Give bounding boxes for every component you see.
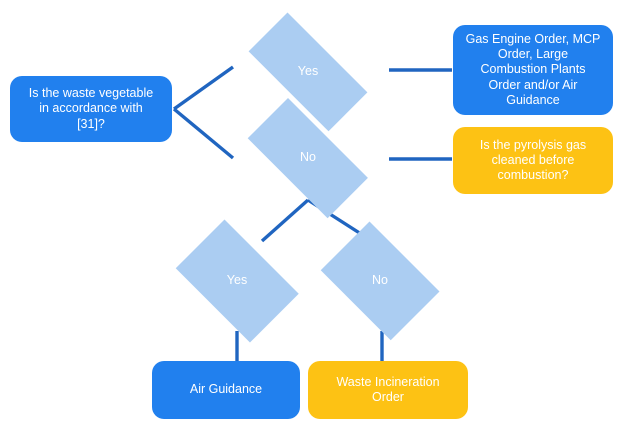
node-outcome-waste-incineration-order[interactable]: Waste Incineration Order xyxy=(308,361,468,419)
node-decision-no-top[interactable]: No xyxy=(228,98,388,218)
node-question-pyrolysis-gas-cleaned[interactable]: Is the pyrolysis gas cleaned before comb… xyxy=(453,127,613,194)
node-label: No xyxy=(300,150,316,165)
node-outcome-gas-engine-order[interactable]: Gas Engine Order, MCP Order, Large Combu… xyxy=(453,25,613,115)
node-label: Yes xyxy=(297,64,319,79)
edge-q1-to-yes1 xyxy=(173,65,234,111)
node-outcome-air-guidance[interactable]: Air Guidance xyxy=(152,361,300,419)
edge-q1-to-no1 xyxy=(172,107,235,160)
node-decision-yes-top[interactable]: Yes xyxy=(228,12,388,132)
node-decision-yes-bottom[interactable]: Yes xyxy=(163,219,311,343)
node-question-waste-vegetable[interactable]: Is the waste vegetable in accordance wit… xyxy=(10,76,172,142)
node-decision-no-bottom[interactable]: No xyxy=(310,221,450,341)
node-label: No xyxy=(372,273,388,288)
node-label: Yes xyxy=(226,273,248,288)
